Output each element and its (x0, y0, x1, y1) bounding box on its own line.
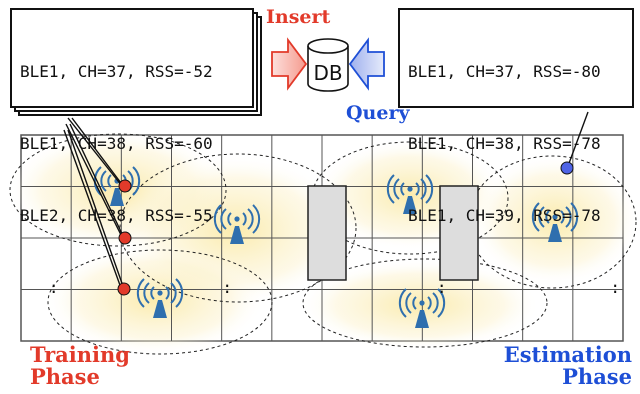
estimation-fingerprint-table: BLE1, CH=37, RSS=-80 BLE1, CH=38, RSS=-7… (398, 8, 634, 297)
estimation-phase-line-2: Phase (562, 364, 632, 390)
estimation-phase-label: Estimation Phase (503, 342, 632, 390)
training-ellipsis-row: : : (48, 278, 232, 297)
database-icon: DB (307, 38, 349, 92)
training-points (117, 179, 132, 296)
estimation-row-2: BLE1, CH=38, RSS=-78 (408, 134, 601, 153)
ble-beacon-icon (136, 278, 184, 318)
estimation-row-3: BLE1, CH=39, RSS=-78 (408, 206, 601, 225)
training-point-3 (117, 282, 131, 296)
wall-block-1 (307, 185, 347, 281)
database-label: DB (313, 61, 342, 85)
query-label: Query (346, 102, 410, 124)
ble-beacon-icon (386, 174, 434, 214)
training-leader-lines (63, 117, 125, 290)
wall-block-2 (439, 185, 479, 281)
ble-beacon-icon (531, 202, 579, 242)
training-point-1 (118, 179, 132, 193)
training-row-2: BLE1, CH=38, RSS=-60 (20, 134, 213, 153)
estimation-point (560, 161, 574, 175)
ble-beacon-icon (213, 204, 261, 244)
query-arrow (348, 37, 385, 91)
ble-beacon-icon (398, 288, 446, 328)
training-row-1: BLE1, CH=37, RSS=-52 (20, 62, 213, 81)
estimation-ellipsis-row: : : (436, 278, 620, 297)
estimation-phase-line-1: Estimation (503, 342, 632, 367)
training-phase-label: Training Phase (30, 342, 130, 390)
beacons-layer (93, 166, 579, 328)
training-phase-line-1: Training (30, 342, 130, 367)
training-row-3: BLE2, CH=38, RSS=-55 (20, 206, 213, 225)
training-fingerprint-table: BLE1, CH=37, RSS=-52 BLE1, CH=38, RSS=-6… (10, 8, 254, 297)
training-phase-line-2: Phase (30, 364, 100, 390)
insert-arrow (271, 37, 308, 91)
training-point-2 (118, 231, 132, 245)
estimation-leader-line (567, 111, 589, 167)
estimation-row-1: BLE1, CH=37, RSS=-80 (408, 62, 601, 81)
insert-label: Insert (266, 6, 331, 28)
